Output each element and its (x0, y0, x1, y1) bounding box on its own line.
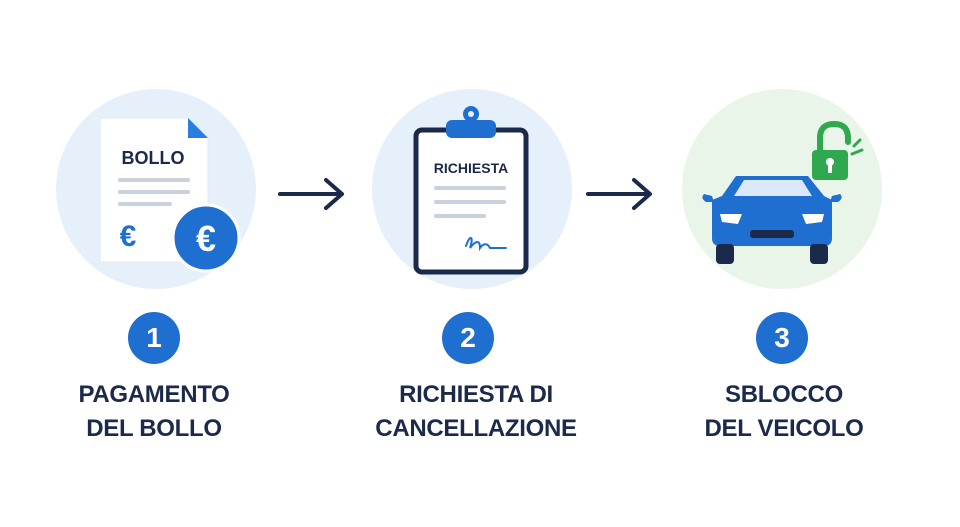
arrow-right-icon (278, 178, 344, 210)
step-3-label: SBLOCCO DEL VEICOLO (624, 378, 944, 446)
step-3: 3 SBLOCCO DEL VEICOLO (640, 0, 960, 527)
step-3-label-line2: DEL VEICOLO (704, 415, 864, 442)
document-title-richiesta: RICHIESTA (434, 160, 508, 176)
step-2-label-line2: CANCELLAZIONE (375, 415, 577, 442)
step-2-label-line1: RICHIESTA DI (399, 381, 553, 408)
clipboard-request-icon: RICHIESTA (413, 106, 529, 275)
step-number-badge: 2 (442, 312, 494, 364)
arrow-right-icon (586, 178, 652, 210)
euro-coin-symbol: € (196, 218, 216, 259)
step-number-badge: 1 (128, 312, 180, 364)
step-1: BOLLO € € 1 PAGAMENTO DEL BOLLO (0, 0, 320, 527)
step-1-label-line2: DEL BOLLO (86, 415, 222, 442)
euro-symbol-small: € (120, 220, 137, 253)
step-1-label: PAGAMENTO DEL BOLLO (0, 378, 314, 446)
tax-document-euro-icon: BOLLO € € (99, 117, 241, 273)
step-3-label-line1: SBLOCCO (725, 381, 843, 408)
step-2-label: RICHIESTA DI CANCELLAZIONE (316, 378, 636, 446)
step-2: RICHIESTA 2 RICHIESTA DI CANCELLAZIONE (320, 0, 640, 527)
step-number-badge: 3 (756, 312, 808, 364)
step-1-label-line1: PAGAMENTO (78, 381, 230, 408)
document-title-bollo: BOLLO (122, 148, 185, 168)
signature-icon (465, 237, 507, 252)
car-unlocked-icon (702, 120, 864, 264)
padlock-shackle-icon (817, 120, 851, 155)
